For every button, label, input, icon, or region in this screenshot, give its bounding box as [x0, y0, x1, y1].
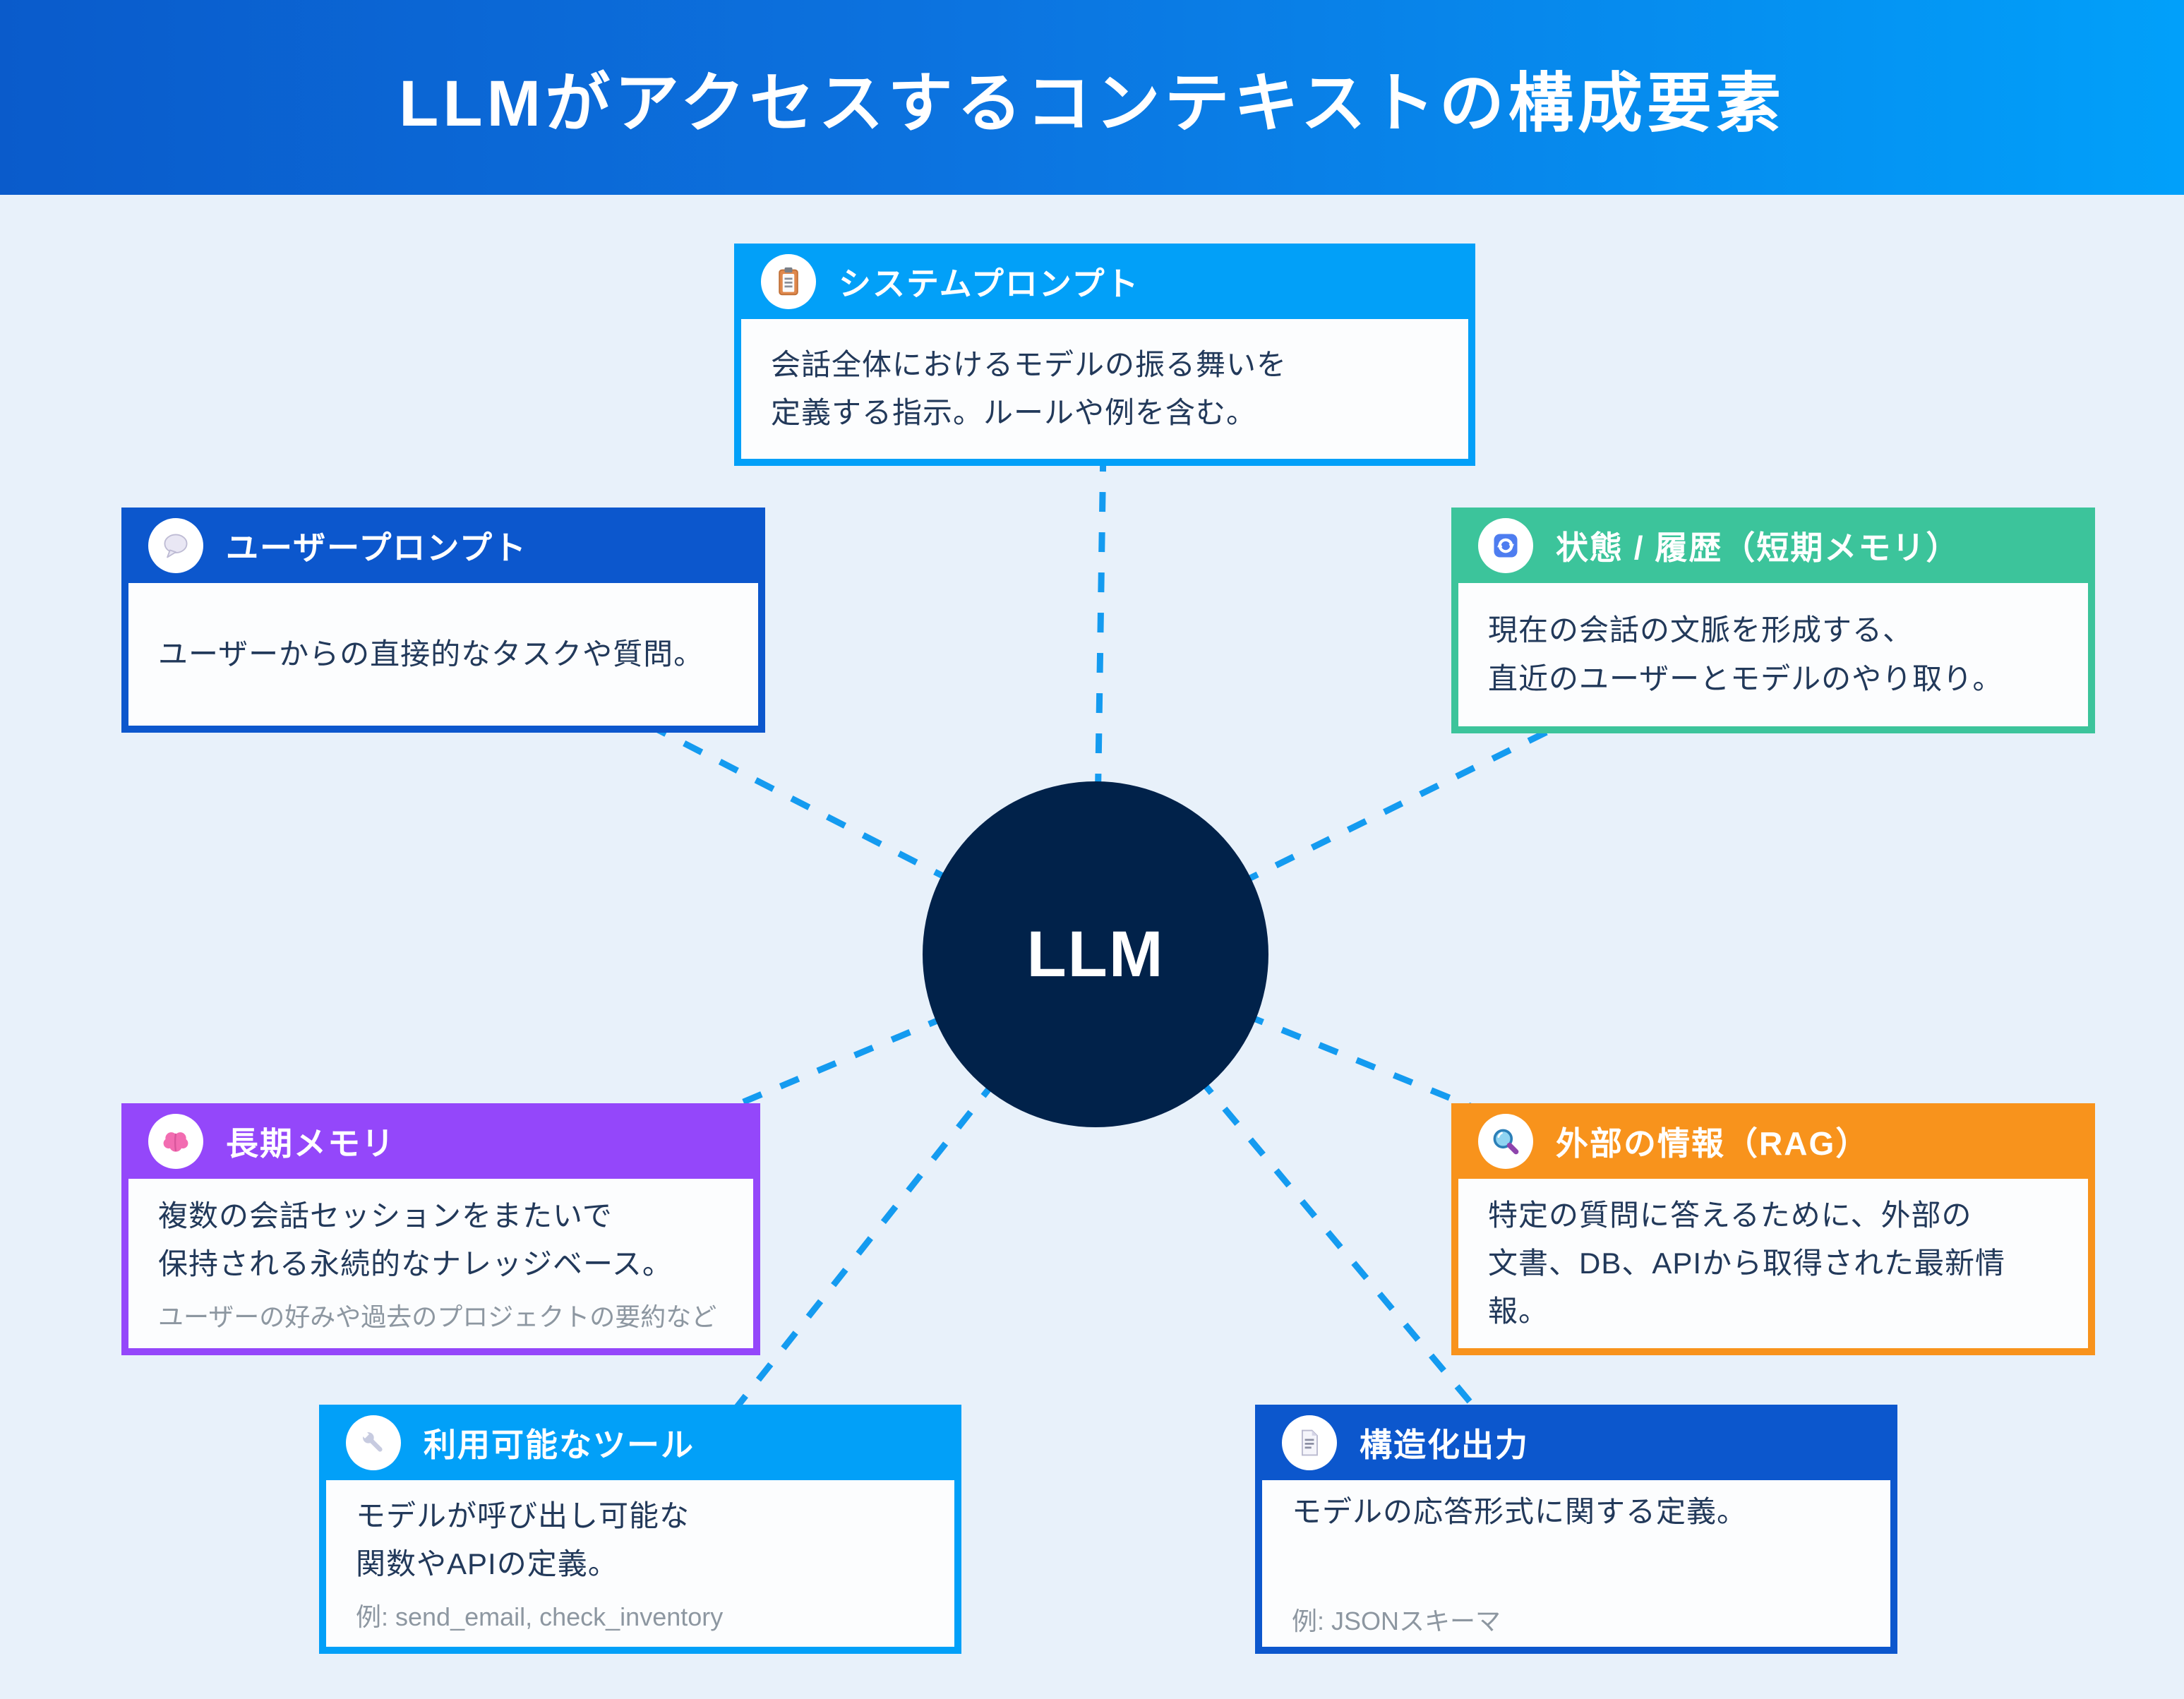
icon-circle	[1478, 1113, 1533, 1169]
icon-circle	[1478, 517, 1533, 573]
card-state-history-header: 状態 / 履歴（短期メモリ）	[1451, 508, 2095, 583]
card-available-tools-header: 利用可能なツール	[319, 1405, 961, 1480]
card-title: 長期メモリ	[226, 1124, 395, 1162]
card-body-note: 例: send_email, check_inventory	[356, 1602, 724, 1631]
icon-circle	[346, 1415, 401, 1470]
llm-circle: LLM	[923, 781, 1268, 1127]
card-external-rag-header: 外部の情報（RAG）	[1451, 1103, 2095, 1179]
title-banner: LLMがアクセスするコンテキストの構成要素	[0, 0, 2184, 195]
card-user-prompt-header: ユーザープロンプト	[121, 508, 765, 583]
card-body-text: ユーザーからの直接的なタスクや質問。	[158, 637, 704, 671]
wrench-icon	[360, 1429, 383, 1452]
icon-circle	[1282, 1415, 1337, 1470]
card-body-text: 現在の会話の文脈を形成する、 直近のユーザーとモデルのやり取り。	[1488, 613, 2003, 695]
card-body-note: 例: JSONスキーマ	[1292, 1606, 1501, 1635]
icon-circle	[148, 517, 203, 573]
card-title: ユーザープロンプト	[226, 529, 527, 566]
card-body-text: モデルが呼び出し可能な 関数やAPIの定義。	[356, 1499, 690, 1580]
card-title: システムプロンプト	[839, 265, 1140, 302]
card-structured-output-header: 構造化出力	[1255, 1405, 1897, 1480]
card-title: 利用可能なツール	[424, 1426, 695, 1463]
card-title: 外部の情報（RAG）	[1556, 1124, 1870, 1162]
llm-label: LLM	[1026, 918, 1165, 990]
card-title: 構造化出力	[1360, 1426, 1529, 1463]
brain-icon	[163, 1131, 188, 1152]
page-title: LLMがアクセスするコンテキストの構成要素	[399, 67, 1785, 140]
card-body-text: モデルの応答形式に関する定義。	[1292, 1494, 1748, 1528]
card-state-history: 状態 / 履歴（短期メモリ） 現在の会話の文脈を形成する、 直近のユーザーとモデ…	[1451, 508, 2095, 733]
icon-circle	[761, 253, 816, 309]
icon-circle	[148, 1113, 203, 1169]
card-body: 会話全体におけるモデルの振る舞いを 定義する指示。ルールや例を含む。	[741, 319, 1468, 459]
cycle-arrows-icon	[1494, 534, 1518, 557]
card-external-rag: 外部の情報（RAG） 特定の質問に答えるために、外部の 文書、DB、APIから取…	[1451, 1103, 2095, 1355]
card-body-text: 会話全体におけるモデルの振る舞いを 定義する指示。ルールや例を含む。	[771, 347, 1288, 429]
card-body: 現在の会話の文脈を形成する、 直近のユーザーとモデルのやり取り。	[1458, 583, 2088, 726]
speech-balloon-icon	[164, 534, 188, 558]
card-body-text: 特定の質問に答えるために、外部の 文書、DB、APIから取得された最新情報。	[1488, 1198, 2006, 1328]
card-body-text: 複数の会話セッションをまたいで 保持される永続的なナレッジベース。	[158, 1199, 673, 1280]
card-body: 複数の会話セッションをまたいで 保持される永続的なナレッジベース。 ユーザーの好…	[128, 1179, 753, 1348]
card-title: 状態 / 履歴（短期メモリ）	[1556, 529, 1960, 566]
magnifying-glass-icon	[1493, 1129, 1519, 1154]
card-available-tools: 利用可能なツール モデルが呼び出し可能な 関数やAPIの定義。 例: send_…	[319, 1405, 961, 1654]
card-body: モデルが呼び出し可能な 関数やAPIの定義。 例: send_email, ch…	[326, 1480, 954, 1647]
card-body: 特定の質問に答えるために、外部の 文書、DB、APIから取得された最新情報。	[1458, 1179, 2088, 1348]
card-body: モデルの応答形式に関する定義。 例: JSONスキーマ	[1262, 1480, 1890, 1647]
card-structured-output: 構造化出力 モデルの応答形式に関する定義。 例: JSONスキーマ	[1255, 1405, 1897, 1654]
card-body-note: ユーザーの好みや過去のプロジェクトの要約など	[158, 1302, 717, 1331]
card-system-prompt: システムプロンプト 会話全体におけるモデルの振る舞いを 定義する指示。ルールや例…	[734, 244, 1475, 466]
document-icon	[1302, 1429, 1318, 1455]
card-body: ユーザーからの直接的なタスクや質問。	[128, 583, 758, 726]
card-long-term-memory: 長期メモリ 複数の会話セッションをまたいで 保持される永続的なナレッジベース。 …	[121, 1103, 760, 1355]
clipboard-icon	[779, 267, 798, 295]
card-user-prompt: ユーザープロンプト ユーザーからの直接的なタスクや質問。	[121, 508, 765, 733]
card-system-prompt-header: システムプロンプト	[734, 244, 1475, 319]
card-long-term-memory-header: 長期メモリ	[121, 1103, 760, 1179]
